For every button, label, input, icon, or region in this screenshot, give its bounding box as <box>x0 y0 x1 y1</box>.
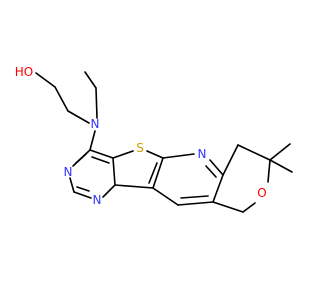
bond-c4a-s <box>112 150 134 159</box>
bond-c-c <box>54 86 69 112</box>
atom-label-pyrimidine-nitrogen-2: N <box>93 193 102 207</box>
bond-c7a-c3a-double <box>148 162 158 184</box>
bond-n3-c2 <box>69 177 75 193</box>
atom-label-pyran-oxygen: O <box>257 186 266 200</box>
bond-c8a-c4a <box>112 157 116 186</box>
bonds <box>35 71 293 213</box>
atom-label-pyridine-nitrogen: N <box>198 147 207 161</box>
bond-c7a-c3a <box>152 157 164 189</box>
atom-label-hydroxyl: HO <box>15 65 33 79</box>
bond-c7a-npyr <box>162 153 195 159</box>
bond-s-c7a <box>146 150 164 159</box>
bond-cme2-me1 <box>269 143 291 161</box>
bond-ch-c <box>177 201 214 206</box>
bond-c4-n3-double <box>75 153 87 164</box>
bond-ethyl-ch3 <box>84 71 97 89</box>
bond-c4a-c4-double <box>91 156 110 164</box>
bond-c2-n1 <box>73 191 92 199</box>
atom-labels: HO N S N N N O <box>15 65 267 207</box>
bond-n-c4 <box>89 130 96 151</box>
bond-npyr-c-double <box>205 165 217 178</box>
bond-ch-c-double <box>180 195 209 199</box>
bond-c-ch <box>212 174 224 203</box>
bond-o-ch2 <box>242 202 256 213</box>
bond-n1-c8a <box>102 184 116 198</box>
bond-c3a-c8a <box>114 184 154 189</box>
bond-c2-n1-double <box>76 186 90 192</box>
bond-c4a-c4 <box>89 149 114 159</box>
bond-npyr-c <box>209 159 224 176</box>
bond-ch2-cme2 <box>237 144 271 161</box>
chemical-structure: HO N S N N N O <box>15 65 293 213</box>
bond-o-c <box>35 72 56 88</box>
bond-c-ch2-top <box>222 144 239 176</box>
atom-label-pyrimidine-nitrogen-1: N <box>64 165 73 179</box>
bond-c-c3a <box>152 187 179 206</box>
bond-c-n <box>67 110 90 124</box>
atom-label-thiophene-sulfur: S <box>136 141 144 155</box>
bond-cme2-me2 <box>269 159 293 173</box>
atom-label-amine-nitrogen: N <box>91 117 100 131</box>
bond-cme2-o <box>267 159 271 183</box>
bond-n-ethyl <box>95 87 98 119</box>
bond-ch2-c <box>212 201 244 213</box>
